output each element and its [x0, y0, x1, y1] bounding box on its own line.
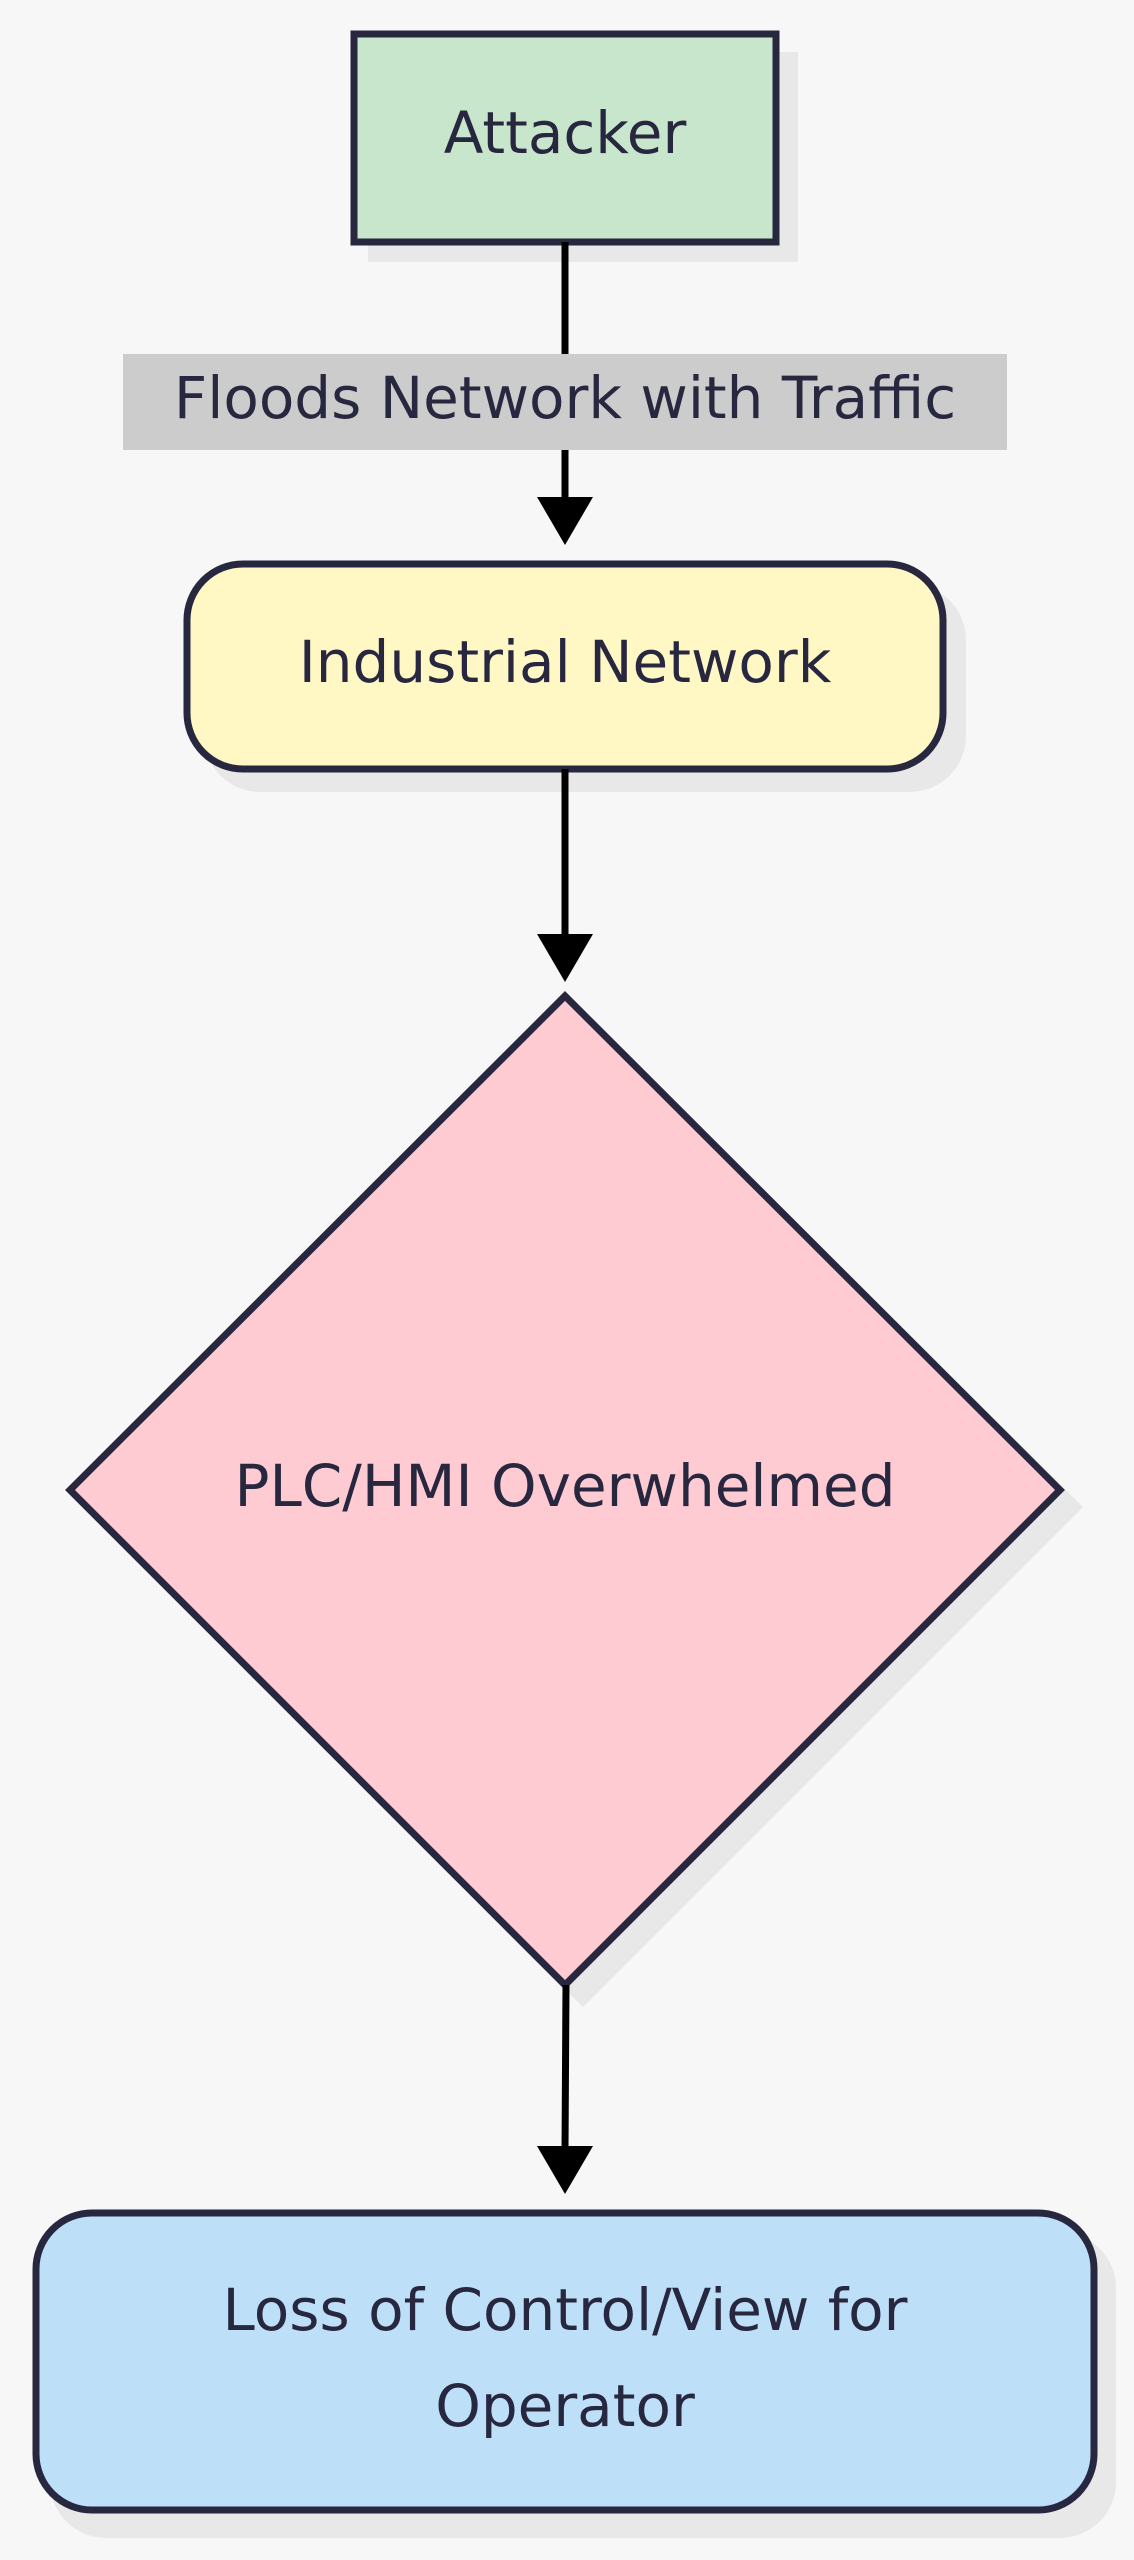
edge-network-to-plc-arrowhead: [537, 934, 593, 982]
loss-of-control-node-box: [32, 2209, 1098, 2514]
edge-plc-to-loss: [537, 1984, 593, 2194]
industrial-network-node: Industrial Network: [183, 560, 966, 792]
edge-label: Floods Network with Traffic: [174, 364, 956, 432]
plc-hmi-node: PLC/HMI Overwhelmed: [65, 991, 1083, 2007]
plc-hmi-node-label: PLC/HMI Overwhelmed: [234, 1452, 895, 1520]
edge-attacker-to-network-arrowhead: [537, 497, 593, 545]
edge-network-to-plc: [537, 769, 593, 982]
attacker-node-label: Attacker: [444, 99, 687, 167]
attacker-node-box: [350, 30, 780, 246]
attacker-node: Attacker: [350, 30, 798, 262]
loss-of-control-node-label-line1: Loss of Control/View for: [222, 2276, 907, 2344]
loss-of-control-node-label-line2: Operator: [435, 2372, 695, 2440]
edge-plc-to-loss-line: [561, 1984, 570, 2151]
edge-label-background: [123, 354, 1007, 450]
edge-plc-to-loss-arrowhead: [537, 2146, 593, 2194]
loss-of-control-node: Loss of Control/View for Operator: [32, 2209, 1116, 2538]
edge-attacker-to-network: Floods Network with Traffic: [123, 242, 1007, 545]
industrial-network-node-label: Industrial Network: [299, 628, 832, 696]
